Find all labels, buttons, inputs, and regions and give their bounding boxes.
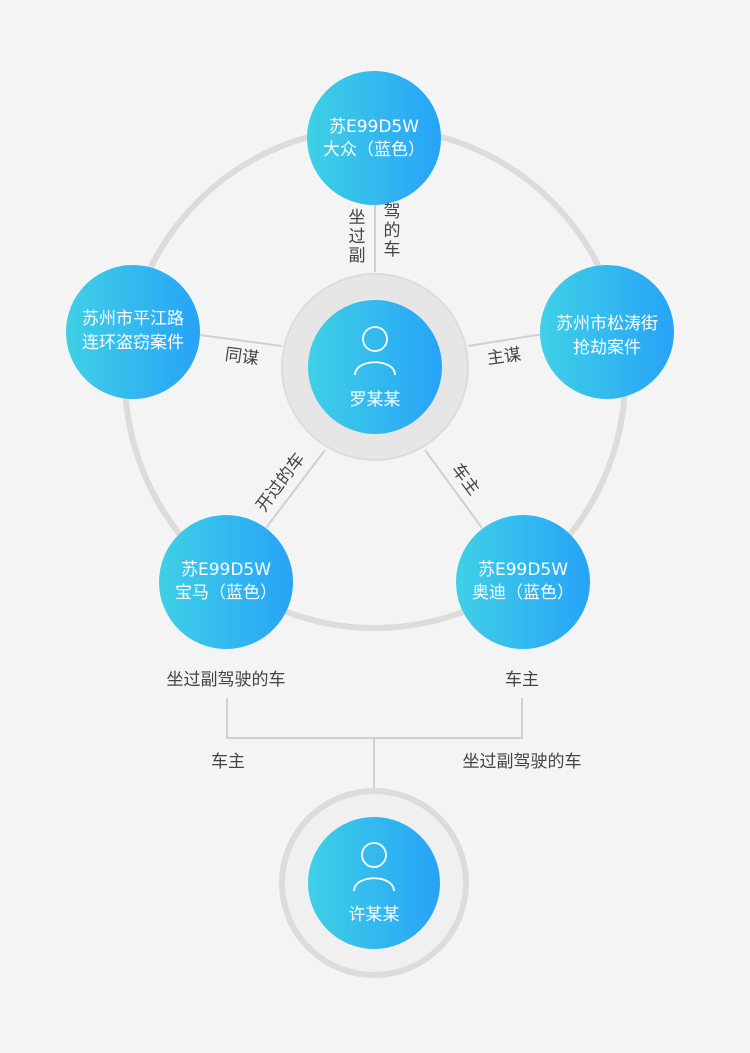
- car-node-bottom-right[interactable]: 苏E99D5W 奥迪（蓝色）: [456, 515, 590, 649]
- center-person-node[interactable]: 罗某某: [281, 273, 469, 461]
- car-node-top-circle: [307, 71, 441, 205]
- edge-line-right: [467, 333, 544, 347]
- car-bl-plate: 苏E99D5W: [181, 560, 271, 580]
- car-node-top[interactable]: 苏E99D5W 大众（蓝色）: [307, 71, 441, 205]
- case-right-line2: 抢劫案件: [573, 338, 641, 358]
- case-left-line1: 苏州市平江路: [82, 309, 184, 329]
- case-node-left-circle: [66, 265, 200, 399]
- person-icon: [353, 842, 395, 892]
- edge-line-bottom-right: [424, 449, 483, 529]
- edge-label-right: 主谋: [486, 345, 522, 370]
- car-br-model: 奥迪（蓝色）: [472, 583, 574, 603]
- case-node-right[interactable]: 苏州市松涛街 抢劫案件: [540, 265, 674, 399]
- caption-bl-lower: 车主: [211, 752, 245, 772]
- car-top-plate: 苏E99D5W: [329, 117, 419, 137]
- bracket-line: [226, 698, 523, 739]
- car-node-br-circle: [456, 515, 590, 649]
- case-left-line2: 连环盗窃案件: [82, 333, 184, 353]
- car-bl-model: 宝马（蓝色）: [175, 583, 277, 603]
- car-node-bottom-left[interactable]: 苏E99D5W 宝马（蓝色）: [159, 515, 293, 649]
- center-person-name: 罗某某: [350, 390, 401, 410]
- edge-label-top-right: 驾的车: [384, 202, 401, 260]
- case-node-right-circle: [540, 265, 674, 399]
- edge-line-bottom-left: [265, 449, 326, 529]
- center-node-circle: [308, 300, 442, 434]
- car-top-model: 大众（蓝色）: [323, 140, 425, 160]
- case-node-left[interactable]: 苏州市平江路 连环盗窃案件: [66, 265, 200, 399]
- edge-label-top-left: 坐过副: [349, 208, 366, 266]
- bottom-person-node[interactable]: 许某某: [279, 788, 469, 978]
- edge-label-bottom-right: 车主: [447, 460, 483, 499]
- captions: 坐过副驾驶的车 车主 车主 坐过副驾驶的车: [167, 670, 582, 772]
- edge-label-left: 同谋: [224, 345, 260, 370]
- caption-br-lower: 坐过副驾驶的车: [463, 752, 582, 772]
- connectors: [199, 205, 544, 790]
- caption-br-upper: 车主: [505, 670, 539, 690]
- bottom-node-circle: [308, 817, 440, 949]
- caption-bl-upper: 坐过副驾驶的车: [167, 670, 286, 690]
- case-right-line1: 苏州市松涛街: [556, 314, 658, 334]
- car-node-bl-circle: [159, 515, 293, 649]
- bottom-person-name: 许某某: [349, 905, 400, 925]
- car-br-plate: 苏E99D5W: [478, 560, 568, 580]
- person-icon: [354, 326, 396, 376]
- edge-line-left: [199, 334, 283, 347]
